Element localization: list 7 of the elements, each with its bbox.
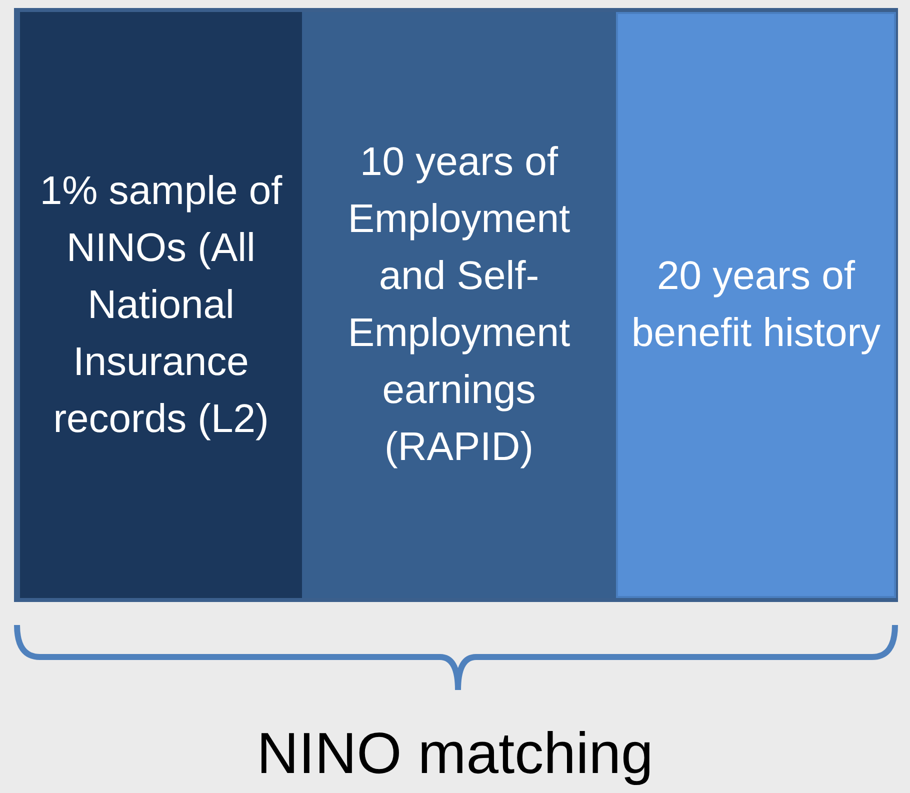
box-text: 20 years of benefit history (630, 253, 882, 357)
column-box (302, 12, 616, 598)
column-box (20, 12, 302, 598)
bracket-label: NINO matching (256, 720, 654, 787)
box-text: 10 years of Employment and Self-Employment earnings (RAPID) (346, 139, 572, 471)
box-text: 1% sample of NINOs (All National Insurance records (L2) (38, 168, 284, 442)
column-box (616, 12, 896, 598)
